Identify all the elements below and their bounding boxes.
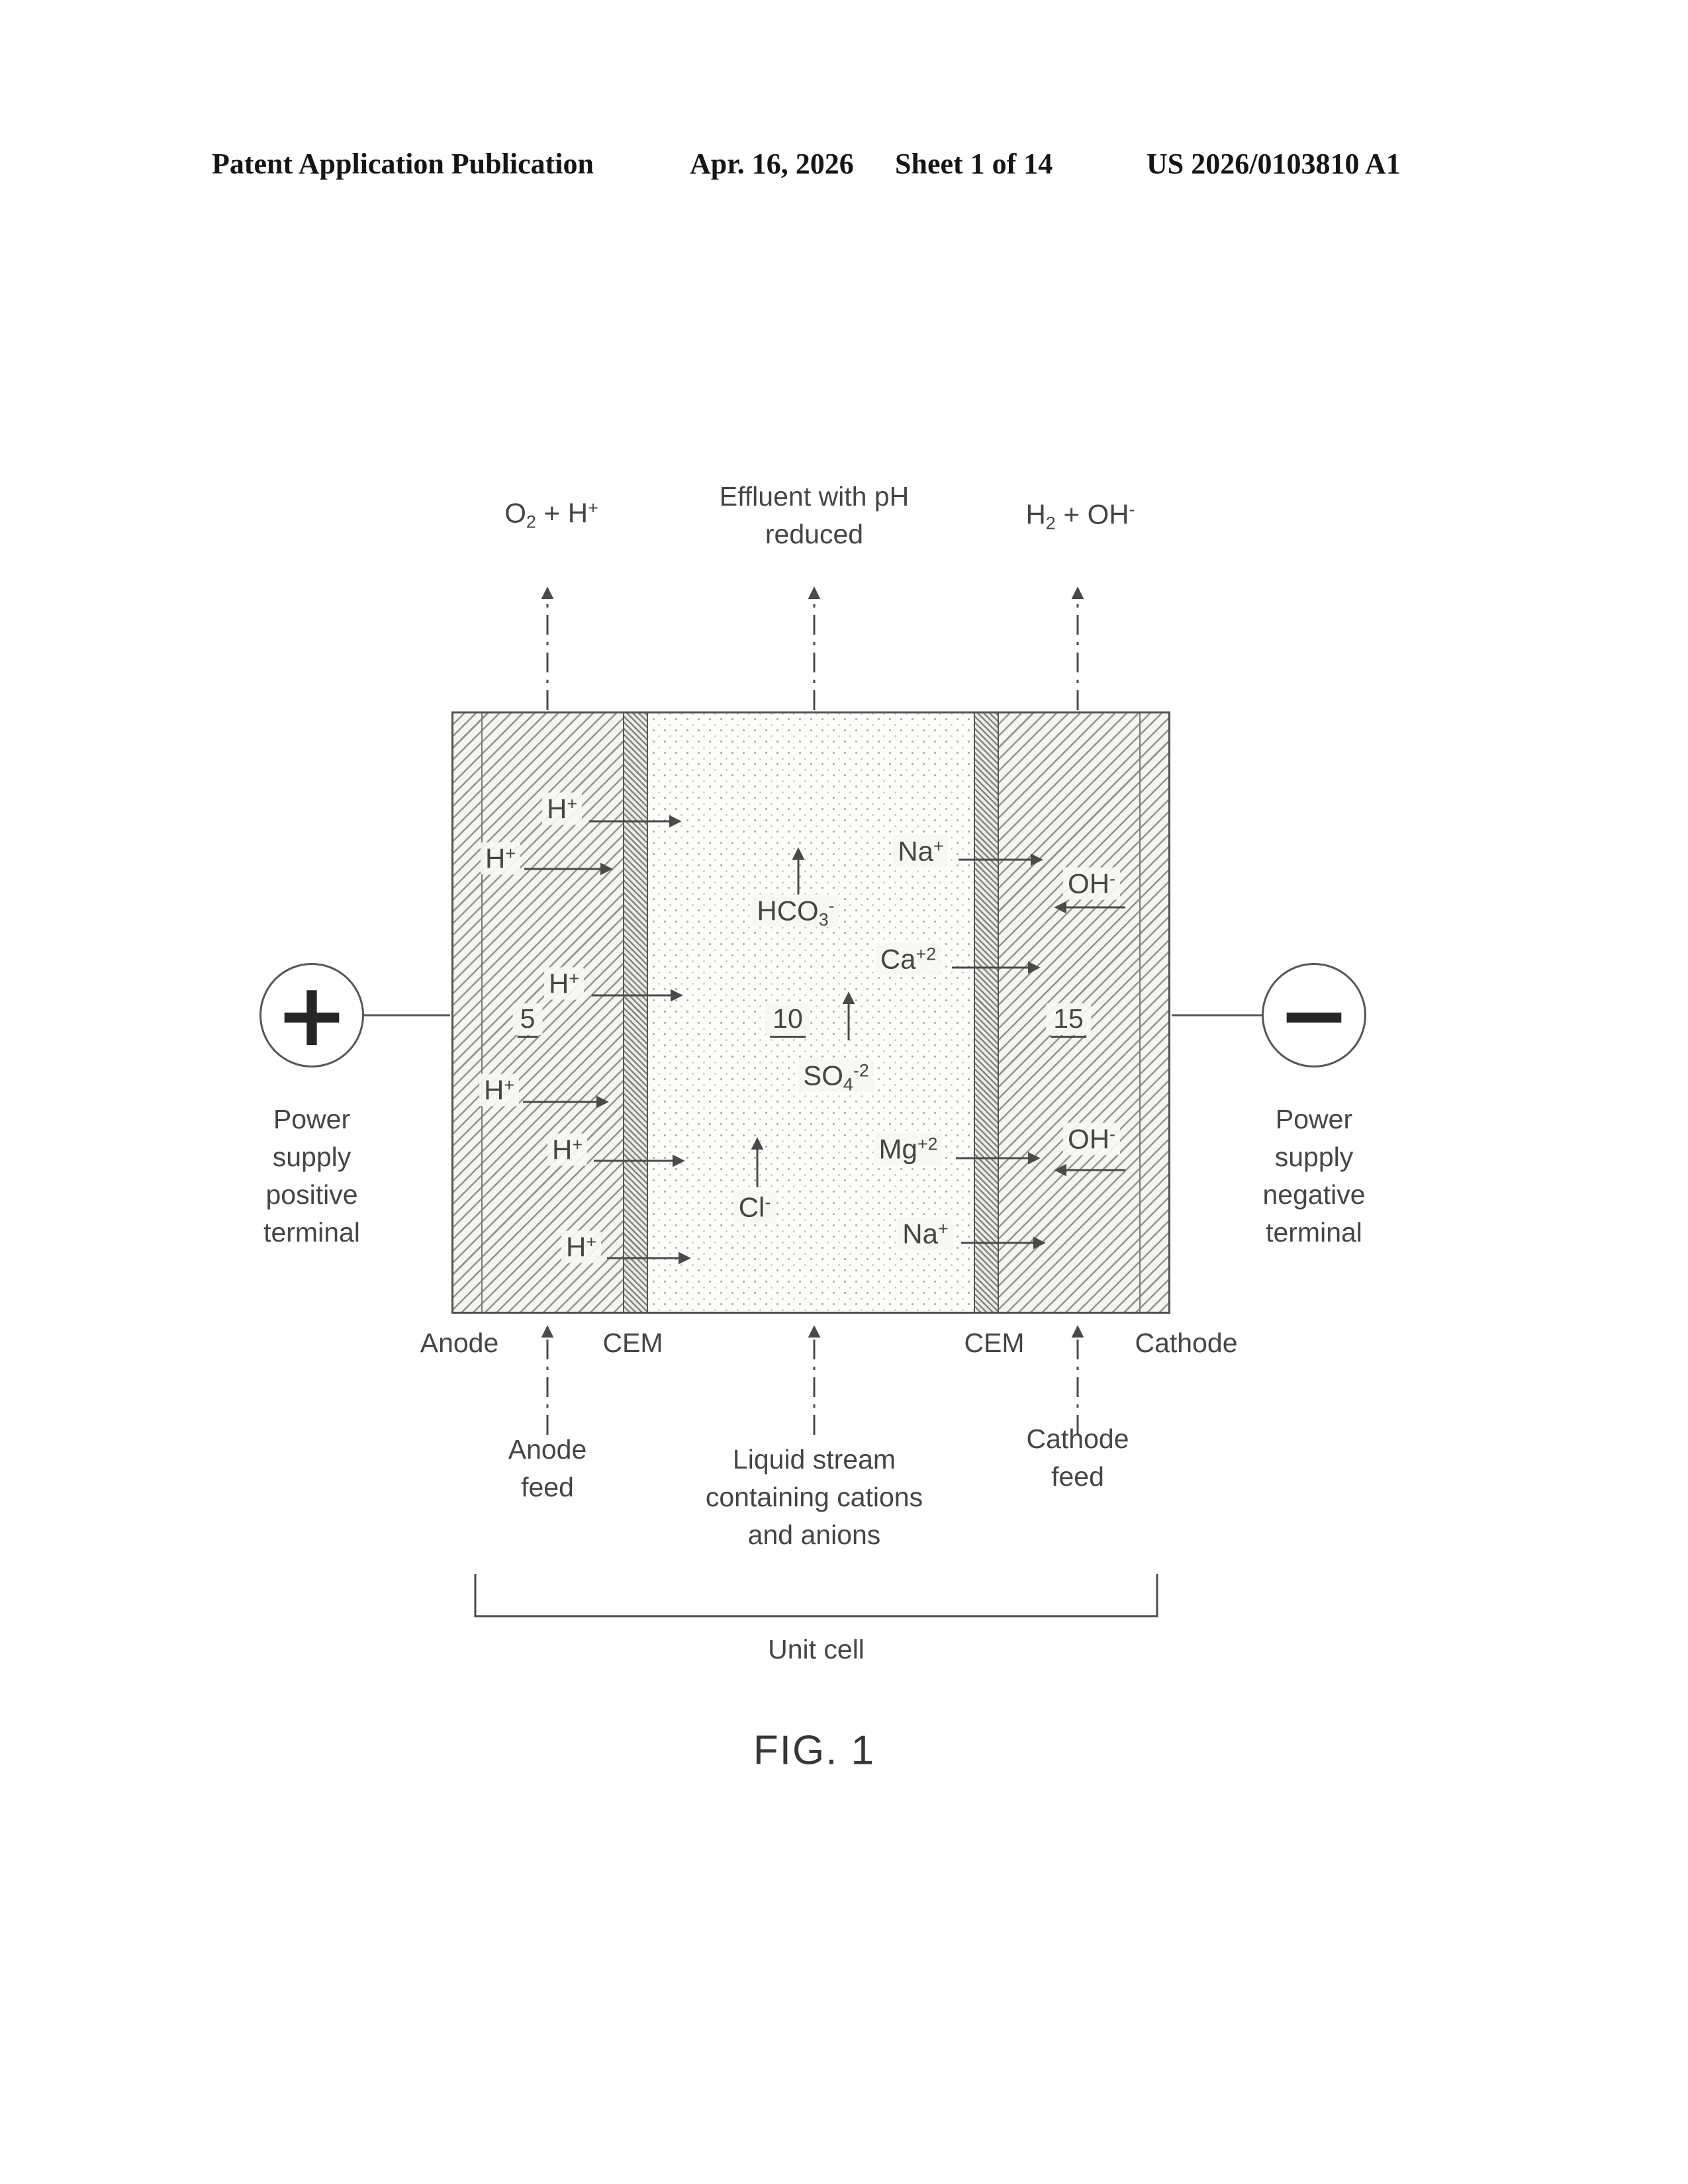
h-plus-label-4: H+ — [479, 1073, 520, 1107]
plus-sign: + — [275, 964, 349, 1066]
cathode-caption: Cathode — [1135, 1328, 1238, 1359]
positive-terminal-circle: + — [259, 963, 364, 1068]
mg-label: Mg+2 — [874, 1132, 943, 1165]
negative-terminal-label-line1: Power — [1275, 1104, 1353, 1134]
anode-feed-label-line1: Anode — [508, 1434, 587, 1465]
header-publication: Patent Application Publication — [212, 148, 594, 180]
effluent-label-line1: Effluent with pH — [719, 481, 910, 512]
h-plus-label-1: H+ — [541, 792, 583, 825]
positive-terminal-label-line4: terminal — [263, 1217, 360, 1248]
header-date: Apr. 16, 2026 — [690, 148, 854, 180]
ca-label: Ca+2 — [875, 942, 941, 976]
cathode-ref-number: 15 — [1051, 1003, 1086, 1038]
cem-right-caption: CEM — [964, 1328, 1025, 1359]
center-chamber — [648, 713, 974, 1312]
negative-terminal-label-line2: supply — [1274, 1142, 1354, 1172]
cem-left-caption: CEM — [602, 1328, 663, 1359]
figure-caption: FIG. 1 — [753, 1727, 876, 1774]
positive-terminal-label-line3: positive — [265, 1179, 358, 1210]
anode-ref-numeral: 5 — [512, 1003, 543, 1038]
cl-label: Cl- — [733, 1191, 776, 1224]
anode-caption: Anode — [420, 1328, 499, 1359]
positive-terminal-label: Power supply positive terminal — [263, 1101, 360, 1251]
positive-terminal-label-line2: supply — [272, 1142, 352, 1172]
h-plus-label-2: H+ — [480, 842, 521, 875]
negative-terminal-label: Power supply negative terminal — [1262, 1101, 1365, 1251]
hco3-label: HCO3- — [752, 894, 839, 930]
electrochemical-cell — [451, 711, 1170, 1314]
positive-terminal-label-line1: Power — [273, 1104, 351, 1134]
negative-terminal-label-line3: negative — [1262, 1179, 1366, 1210]
unit-cell-bracket — [474, 1574, 1158, 1617]
na-plus-label-top: Na+ — [893, 835, 949, 868]
na-plus-label-bottom: Na+ — [898, 1217, 953, 1250]
cem-membrane-left — [623, 713, 648, 1312]
header-sheet: Sheet 1 of 14 — [895, 148, 1053, 180]
h-plus-label-3: H+ — [543, 967, 585, 1000]
header-patent-number: US 2026/0103810 A1 — [1147, 148, 1401, 180]
minus-sign: − — [1277, 964, 1351, 1066]
liquid-stream-label-line1: Liquid stream — [732, 1444, 896, 1475]
liquid-stream-label: Liquid stream containing cations and ani… — [706, 1441, 923, 1554]
negative-terminal-label-line4: terminal — [1266, 1217, 1362, 1248]
effluent-label: Effluent with pH reduced — [720, 478, 909, 553]
liquid-stream-label-line3: and anions — [747, 1520, 881, 1550]
anode-feed-label: Anode feed — [508, 1431, 587, 1506]
cathode-gas-label: H2 + OH- — [1025, 498, 1135, 533]
cathode-ref-numeral: 15 — [1046, 1003, 1091, 1038]
effluent-label-line2: reduced — [765, 519, 864, 549]
cem-membrane-right — [974, 713, 999, 1312]
oh-minus-label-bottom: OH- — [1063, 1122, 1120, 1156]
anode-gas-label: O2 + H+ — [504, 497, 598, 532]
h-plus-label-6: H+ — [561, 1230, 602, 1263]
anode-feed-label-line2: feed — [521, 1472, 574, 1502]
liquid-stream-label-line2: containing cations — [705, 1482, 923, 1512]
anode-ref-number: 5 — [517, 1003, 538, 1038]
so4-label: SO4-2 — [798, 1059, 874, 1095]
anode-plate-divider — [481, 713, 483, 1312]
unit-cell-label: Unit cell — [768, 1634, 865, 1665]
chamber-ref-numeral: 10 — [765, 1003, 810, 1038]
negative-terminal-circle: − — [1262, 963, 1366, 1068]
cathode-plate-divider — [1139, 713, 1141, 1312]
chamber-ref-number: 10 — [770, 1003, 806, 1038]
oh-minus-label-top: OH- — [1063, 867, 1120, 900]
cathode-feed-label-line1: Cathode — [1026, 1424, 1129, 1454]
cathode-feed-label: Cathode feed — [1026, 1420, 1129, 1496]
h-plus-label-5: H+ — [547, 1133, 588, 1166]
cathode-feed-label-line2: feed — [1051, 1461, 1104, 1492]
